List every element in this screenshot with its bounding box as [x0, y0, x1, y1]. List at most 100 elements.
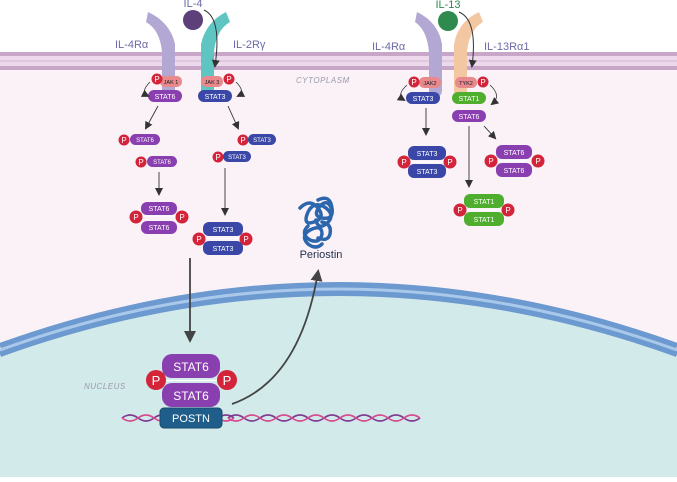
- il2rg-receptor: [201, 12, 230, 97]
- phospho-marker: [175, 210, 189, 224]
- svg-text:P: P: [411, 78, 416, 87]
- stat3-protein: [406, 92, 440, 104]
- stat3-protein: [198, 90, 232, 102]
- tyk2-kinase: [455, 77, 477, 88]
- il2rg-label: IL-2Rγ: [233, 39, 266, 51]
- il4ra-receptor-right: [415, 12, 442, 97]
- svg-text:STAT1: STAT1: [474, 217, 495, 224]
- phospho-marker: [212, 151, 224, 163]
- nuclear-envelope-outer: [0, 282, 677, 349]
- il4ra-label-left: IL-4Rα: [115, 39, 149, 51]
- phospho-marker: [453, 203, 467, 217]
- svg-text:STAT6: STAT6: [149, 206, 170, 213]
- il4ra-receptor-left: [146, 12, 175, 97]
- il13ra1-receptor: [454, 12, 483, 97]
- svg-text:P: P: [215, 153, 220, 162]
- phospho-marker: [408, 76, 420, 88]
- svg-text:STAT3: STAT3: [213, 246, 234, 253]
- svg-text:P: P: [179, 213, 184, 222]
- svg-text:P: P: [505, 206, 510, 215]
- nucleus-area: [0, 291, 677, 477]
- svg-text:STAT3: STAT3: [413, 96, 434, 103]
- svg-text:STAT3: STAT3: [253, 138, 271, 144]
- phospho-marker: [237, 134, 249, 146]
- il13-receptor-complex: IL-13 IL-4Rα IL-13Rα1 JAK2 P STAT3 STAT3…: [372, 0, 545, 226]
- phospho-marker: [239, 232, 253, 246]
- il4-receptor-complex: IL-4 IL-4Rα IL-2Rγ CYTOPLASM JAK 1 P STA…: [115, 0, 350, 255]
- stat6-phospho: [130, 134, 160, 145]
- stat6-protein: [452, 110, 486, 122]
- svg-text:STAT6: STAT6: [173, 360, 209, 374]
- jak1-kinase: [160, 76, 182, 87]
- svg-text:JAK 1: JAK 1: [164, 80, 179, 86]
- svg-text:STAT1: STAT1: [459, 96, 480, 103]
- stat3-dimer-cytoplasm: STAT3 STAT3 P P: [192, 222, 253, 255]
- stat3-phospho: [223, 151, 251, 162]
- nucleus-label: NUCLEUS: [84, 382, 126, 391]
- phospho-marker: [217, 370, 237, 390]
- periostin-protein: Periostin: [298, 196, 343, 261]
- svg-text:STAT3: STAT3: [228, 155, 246, 161]
- svg-text:STAT6: STAT6: [153, 160, 171, 166]
- phospho-marker: [397, 155, 411, 169]
- phospho-marker: [118, 134, 130, 146]
- svg-text:STAT6: STAT6: [155, 94, 176, 101]
- jak3-kinase: [201, 76, 223, 87]
- svg-text:STAT6: STAT6: [136, 138, 154, 144]
- svg-text:P: P: [488, 157, 493, 166]
- svg-text:P: P: [240, 136, 245, 145]
- il4-label: IL-4: [184, 0, 203, 10]
- svg-text:STAT3: STAT3: [417, 151, 438, 158]
- svg-text:STAT1: STAT1: [474, 199, 495, 206]
- nuclear-envelope-inner: [0, 290, 677, 357]
- stat1-protein: [452, 92, 486, 104]
- phospho-marker: [151, 73, 163, 85]
- stat6-dimer-right: STAT6 STAT6 P P: [484, 145, 545, 177]
- il4-ligand: [183, 10, 203, 30]
- phospho-marker: [135, 156, 147, 168]
- phospho-marker: [477, 76, 489, 88]
- cytoplasm-label: CYTOPLASM: [296, 76, 350, 85]
- svg-text:JAK 3: JAK 3: [205, 80, 220, 86]
- svg-text:P: P: [401, 158, 406, 167]
- stat6-dimer-nucleus: STAT6 STAT6 P P: [146, 354, 237, 407]
- stat6-protein: [148, 90, 182, 102]
- svg-text:STAT3: STAT3: [417, 169, 438, 176]
- il13-ligand: [438, 11, 458, 31]
- phospho-marker: [129, 210, 143, 224]
- phospho-marker: [484, 154, 498, 168]
- phospho-marker: [146, 370, 166, 390]
- svg-text:P: P: [226, 75, 231, 84]
- expression-arrow: [231, 269, 323, 405]
- svg-text:P: P: [535, 157, 540, 166]
- svg-text:P: P: [121, 136, 126, 145]
- stat1-dimer: STAT1 STAT1 P P: [453, 194, 515, 226]
- jak2-kinase: [419, 77, 441, 88]
- svg-text:P: P: [243, 235, 248, 244]
- il13ra1-label: IL-13Rα1: [484, 41, 530, 53]
- svg-text:P: P: [196, 235, 201, 244]
- phospho-marker: [223, 73, 235, 85]
- periostin-label: Periostin: [300, 249, 343, 261]
- svg-text:STAT6: STAT6: [173, 389, 209, 403]
- svg-text:P: P: [154, 75, 159, 84]
- svg-text:P: P: [447, 158, 452, 167]
- svg-text:STAT6: STAT6: [459, 114, 480, 121]
- svg-text:STAT6: STAT6: [504, 168, 525, 175]
- stat3-phospho: [248, 134, 276, 145]
- stat3-dimer-right: STAT3 STAT3 P P: [397, 146, 457, 178]
- phospho-marker: [192, 232, 206, 246]
- svg-text:STAT6: STAT6: [504, 150, 525, 157]
- svg-text:P: P: [480, 78, 485, 87]
- svg-text:STAT3: STAT3: [213, 227, 234, 234]
- postn-gene: [159, 407, 223, 429]
- svg-text:P: P: [152, 373, 161, 388]
- svg-text:P: P: [457, 206, 462, 215]
- il13-label: IL-13: [435, 0, 460, 11]
- phospho-marker: [501, 203, 515, 217]
- stat6-phospho: [147, 156, 177, 167]
- phospho-marker: [443, 155, 457, 169]
- svg-text:JAK2: JAK2: [423, 81, 436, 87]
- stat6-dimer-cytoplasm: STAT6 STAT6 P P: [129, 202, 189, 234]
